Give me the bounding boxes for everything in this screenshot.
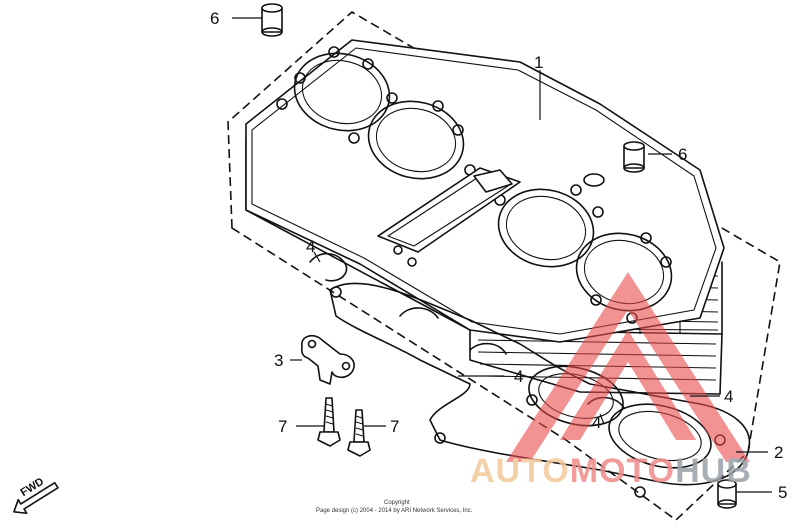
bolt-left	[317, 397, 341, 447]
fwd-label: FWD	[19, 476, 47, 499]
callout-4-left: 4	[306, 237, 315, 256]
callout-7-right: 7	[390, 417, 399, 436]
watermark-text: AUTOMOTOHUB	[470, 452, 752, 490]
callout-7-left: 7	[278, 417, 287, 436]
copyright-line1: Copyright	[384, 500, 410, 506]
callout-4-right: 4	[724, 387, 733, 406]
callout-6-top: 6	[210, 9, 219, 28]
bolt-right	[347, 409, 371, 457]
callout-leaders	[232, 17, 772, 493]
callout-5: 5	[778, 483, 787, 502]
bracket	[300, 334, 355, 385]
stud-holes	[276, 46, 672, 324]
dowel-pin-top	[261, 3, 283, 37]
fwd-arrow: FWD	[13, 476, 59, 515]
callout-4-middle: 4	[514, 367, 523, 386]
copyright-line2: Page design (c) 2004 - 2014 by ARI Netwo…	[316, 508, 473, 514]
callout-4-lower: 4	[592, 413, 601, 432]
callout-2: 2	[774, 443, 783, 462]
watermark-logo: AUTOMOTOHUB	[470, 272, 752, 490]
dowel-pin-bottom	[717, 479, 737, 509]
cam-chain-tunnel	[377, 167, 605, 267]
cylinder-bores	[293, 52, 673, 312]
callout-6-right: 6	[678, 145, 687, 164]
watermark-triangle-mark	[506, 272, 750, 462]
callout-3: 3	[274, 351, 283, 370]
assembly-boundary	[227, 11, 781, 522]
callout-1: 1	[534, 53, 543, 72]
dowel-pin-right	[623, 141, 645, 173]
